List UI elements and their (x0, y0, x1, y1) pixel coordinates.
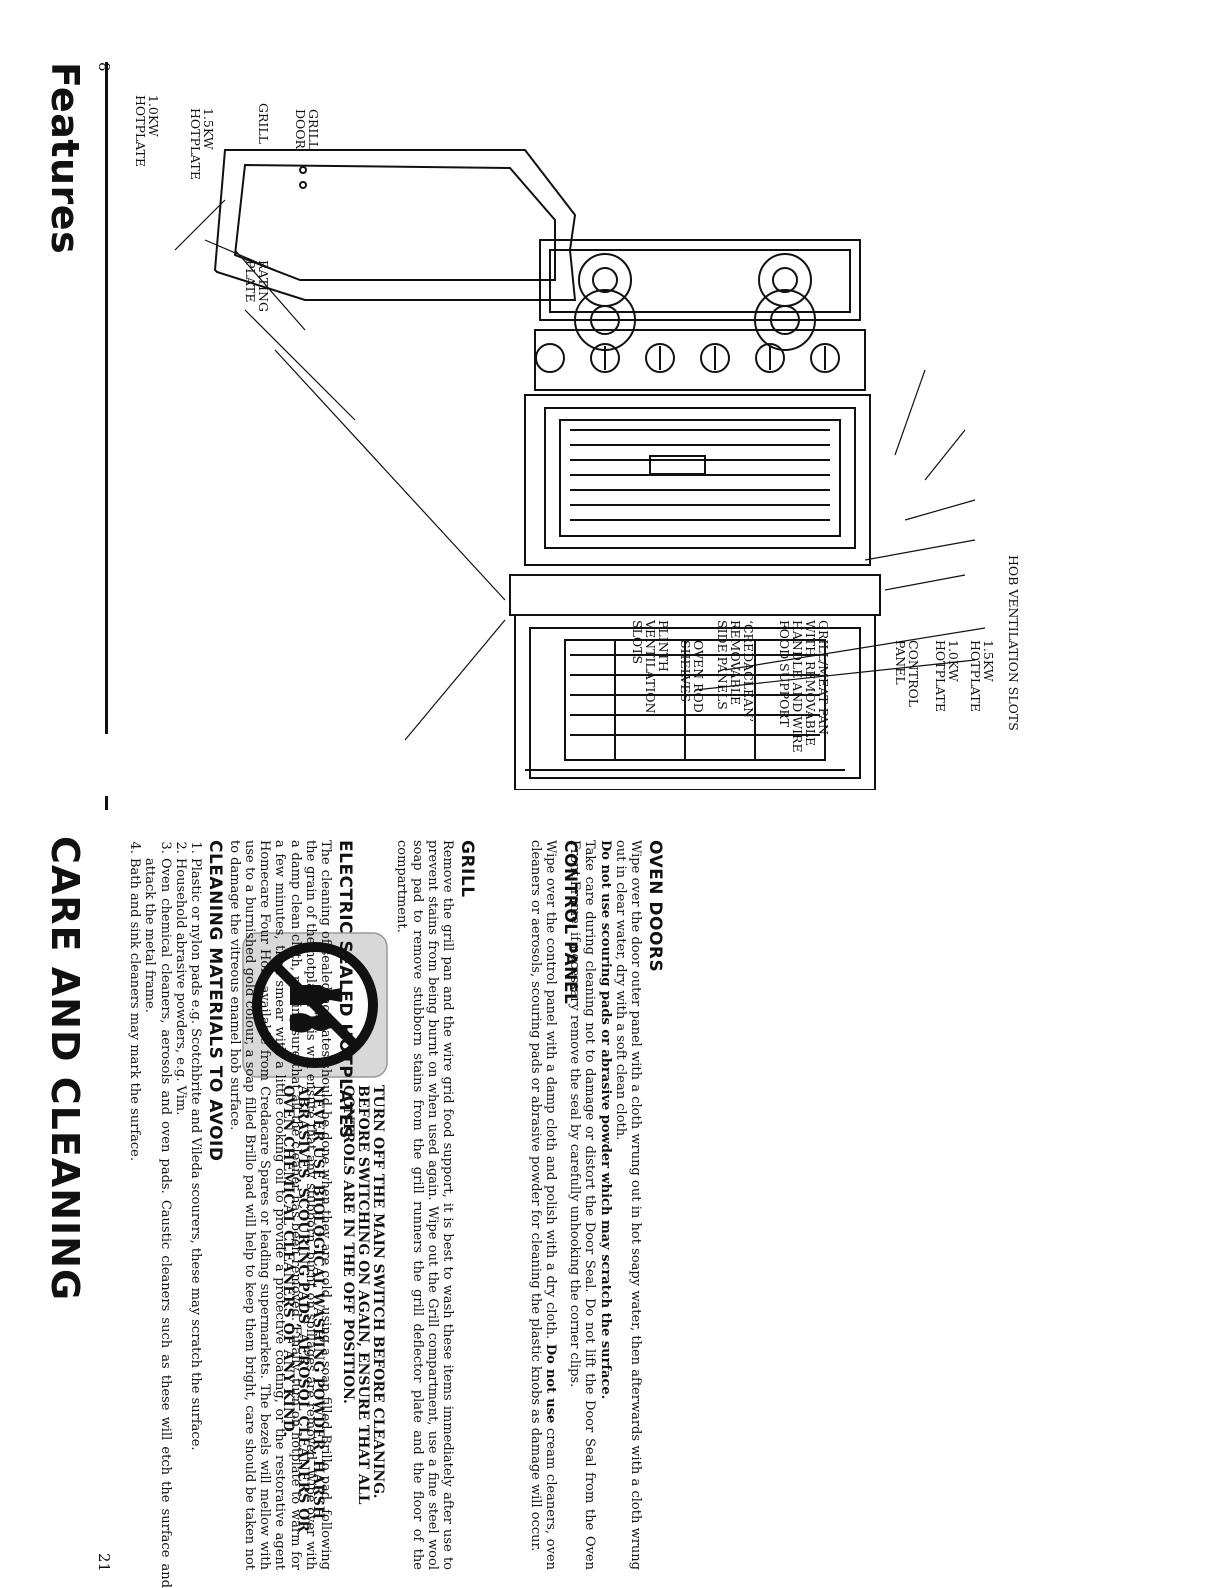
title-rule-left (105, 62, 108, 734)
callout-grill-door: GRILL DOOR (293, 109, 321, 150)
title-rule-right (105, 796, 108, 810)
heading-grill: GRILL (457, 840, 477, 898)
callout-grill-meat-pan: GRILL/MEAT PAN WITH REMOVABLE HANDLE AND… (777, 620, 831, 753)
warning-main-switch: TURN OFF THE MAIN SWITCH BEFORE CLEANING… (340, 1085, 386, 1505)
materials-item-3: Oven chemical cleaners, aerosols and ove… (142, 858, 172, 1588)
callout-hotplate-1-0-right: 1.0kW HOTPLATE (933, 640, 961, 713)
callout-hotplate-1-5-left: 1.5kW HOTPLATE (188, 108, 216, 181)
callout-grill: GRILL (256, 103, 271, 144)
control-panel-text: Wipe over the control panel with a damp … (528, 840, 558, 1570)
callout-rating-plate: RATING PLATE (243, 260, 271, 312)
control-bold: Do not use (543, 1343, 558, 1424)
doors-text-2: Take care during cleaning not to damage … (567, 840, 598, 1570)
grill-text: Remove the grill pan and the wire grid f… (394, 840, 455, 1570)
heading-electric-hotplates: ELECTRIC SEALED HOTPLATES (335, 840, 355, 1139)
hotplates-text: The cleaning of sealed hotplates should … (226, 840, 333, 1570)
doors-text-1: Wipe over the door outer panel with a cl… (612, 840, 643, 1570)
no-chemical-cleaners-icon (242, 932, 388, 1078)
callout-oven-shelves: OVEN ROD SHELVES (678, 640, 706, 713)
care-title: CARE AND CLEANING (43, 836, 87, 1302)
materials-item-1: Plastic or nylon pads e.g. Scotchbrite a… (188, 858, 203, 1588)
doors-bold: Do not use scouring pads or abrasive pow… (597, 840, 613, 1400)
control-text-1: Wipe over the control panel with a damp … (543, 840, 558, 1340)
materials-item-2: Household abrasive powders, e.g. Vim. (173, 858, 188, 1588)
materials-item-4: Bath and sink cleaners may mark the surf… (127, 858, 142, 1588)
features-title: Features (43, 62, 87, 255)
callout-hotplate-1-0-left: 1.0kW HOTPLATE (133, 95, 161, 168)
callout-control-panel: CONTROL PANEL (893, 640, 921, 708)
page-number-left: 8 (95, 62, 113, 72)
callout-hob-ventilation: HOB VENTILATION SLOTS (1006, 555, 1021, 731)
materials-list: Plastic or nylon pads e.g. Scotchbrite a… (127, 836, 203, 1588)
heading-cleaning-materials: CLEANING MATERIALS TO AVOID (205, 840, 225, 1162)
callout-side-panels: ‘CREDACLEAN’ REMOVABLE SIDE PANELS (715, 620, 756, 723)
page-number-right: 21 (95, 1553, 113, 1573)
cooker-illustration (174, 149, 986, 790)
oven-doors-text: Wipe over the door outer panel with a cl… (567, 840, 643, 1570)
callout-hotplate-1-5-right: 1.5kW HOTPLATE (968, 640, 996, 713)
callout-plinth-ventilation: PLINTH VENTILATION SLOTS (630, 620, 671, 714)
heading-oven-doors: OVEN DOORS (645, 840, 665, 973)
